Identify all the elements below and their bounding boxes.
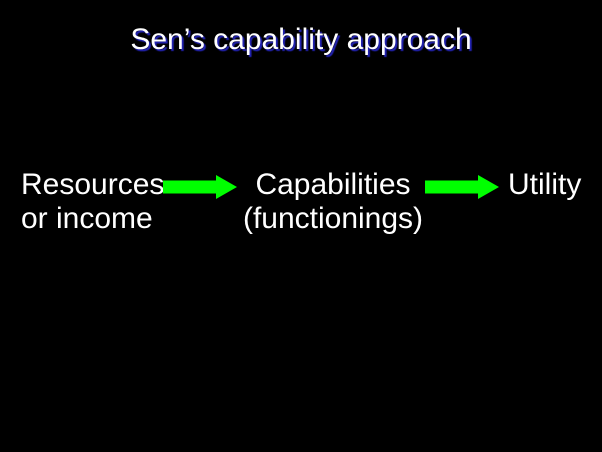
flow-node-capabilities-line2: (functionings) [242, 202, 424, 235]
slide-title: Sen’s capability approach [130, 23, 472, 56]
flow-node-resources: Resources or income [21, 168, 164, 236]
right-arrow-icon [163, 175, 237, 199]
flow-node-utility-line1: Utility [508, 168, 582, 201]
flow-node-capabilities-line1: Capabilities [255, 168, 411, 201]
flow-node-utility: Utility [508, 168, 581, 202]
flow-node-capabilities: Capabilities (functionings) [223, 168, 443, 236]
right-arrow-shape [163, 175, 237, 199]
right-arrow-icon [425, 175, 499, 199]
flow-node-resources-line1: Resources [21, 168, 165, 201]
right-arrow-shape [425, 175, 499, 199]
flow-node-resources-line2: or income [21, 202, 153, 235]
